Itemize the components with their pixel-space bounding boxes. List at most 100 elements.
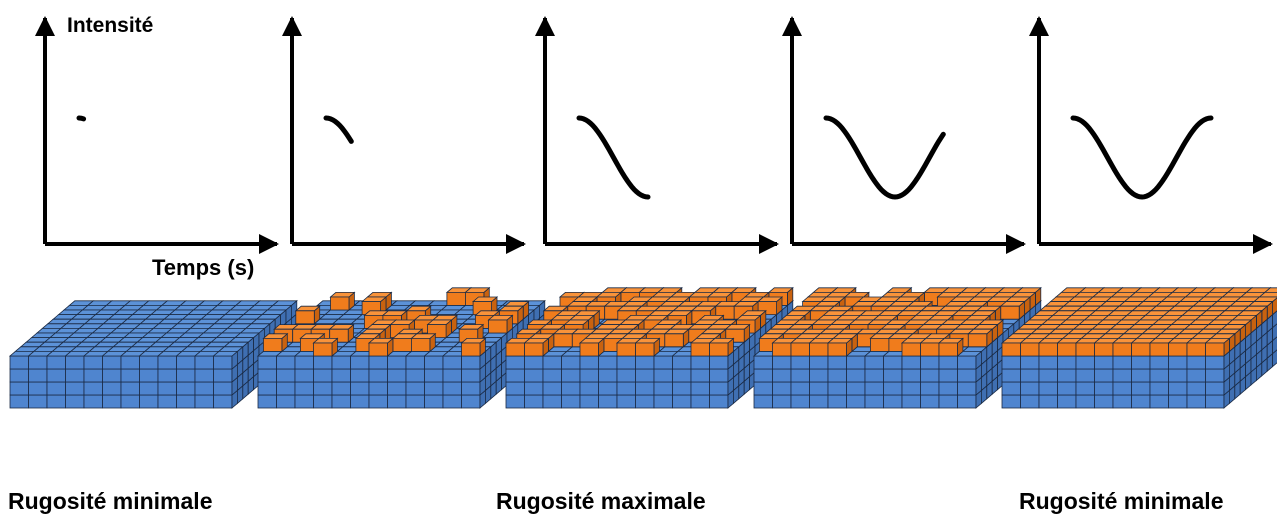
deposit-cube-front: [827, 342, 847, 357]
substrate-front-cell: [176, 381, 196, 396]
substrate-front-cell: [424, 368, 444, 383]
substrate-front-cell: [542, 368, 562, 383]
substrate-front-cell: [405, 381, 425, 396]
substrate-front-cell: [213, 368, 233, 383]
deposit-cube-front: [524, 342, 544, 357]
substrate-front-cell: [672, 381, 692, 396]
intensity-curve: [1070, 115, 1214, 200]
substrate-front-cell: [65, 381, 85, 396]
deposit-cube-top: [1263, 287, 1277, 293]
substrate-front-cell: [213, 381, 233, 396]
substrate-front-cell: [120, 355, 140, 370]
substrate-front-cell: [901, 394, 921, 409]
substrate-front-cell: [313, 355, 333, 370]
deposit-cube-front: [635, 342, 655, 357]
deposit-cube-front: [368, 342, 388, 357]
substrate-front-cell: [294, 368, 314, 383]
substrate-front-cell: [809, 368, 829, 383]
deposit-cube: [967, 328, 994, 348]
substrate-front-cell: [294, 394, 314, 409]
substrate-front-cell: [846, 368, 866, 383]
substrate-front-cell: [157, 394, 177, 409]
deposit-cube-front: [1020, 342, 1040, 357]
substrate-front-cell: [957, 355, 977, 370]
substrate-front-cell: [1205, 381, 1225, 396]
substrate-front-cell: [827, 394, 847, 409]
substrate-front-cell: [505, 394, 525, 409]
substrate-front-cell: [46, 394, 66, 409]
substrate-front-cell: [1057, 368, 1077, 383]
substrate-front-cell: [257, 381, 277, 396]
substrate-front-cell: [616, 368, 636, 383]
deposit-cube-front: [505, 342, 525, 357]
substrate-front-cell: [9, 381, 29, 396]
substrate-front-cell: [1112, 368, 1132, 383]
block-stack-2: [256, 286, 546, 409]
substrate-front-cell: [772, 381, 792, 396]
substrate-front-cell: [809, 355, 829, 370]
substrate-front-cell: [864, 394, 884, 409]
deposit-cube-front: [553, 333, 573, 348]
intensity-curve: [323, 115, 354, 144]
substrate-front-cell: [350, 381, 370, 396]
substrate-front-cell: [176, 368, 196, 383]
substrate-front-cell: [561, 381, 581, 396]
intensity-plots: [35, 16, 1273, 254]
substrate-front-cell: [461, 355, 481, 370]
substrate-front-cell: [709, 368, 729, 383]
deposit-cube: [458, 323, 485, 344]
block-stack-4: [752, 286, 1042, 409]
deposit-cube-front: [870, 338, 890, 352]
substrate-front-cell: [579, 394, 599, 409]
substrate-front-cell: [442, 355, 462, 370]
substrate-side-cell: [1272, 310, 1277, 329]
substrate-front-cell: [653, 355, 673, 370]
deposit-cube-front: [709, 342, 729, 357]
substrate-front-cell: [276, 381, 296, 396]
deposit-cube-front: [330, 296, 350, 311]
substrate-front-cell: [598, 355, 618, 370]
substrate-front-cell: [1094, 355, 1114, 370]
substrate-front-cell: [753, 381, 773, 396]
block-stack-1: [8, 299, 298, 409]
substrate-top-cell: [212, 351, 239, 357]
deposit-cube: [937, 337, 964, 357]
caption-roughness-min-start: Rugosité minimale: [8, 488, 213, 514]
substrate-front-cell: [1001, 355, 1021, 370]
substrate-front-cell: [1094, 381, 1114, 396]
deposit-cube-front: [1000, 305, 1020, 320]
substrate-front-cell: [598, 368, 618, 383]
substrate-front-cell: [213, 355, 233, 370]
substrate-front-cell: [102, 355, 122, 370]
substrate-front-cell: [598, 381, 618, 396]
substrate-side-cell: [1272, 349, 1277, 368]
substrate-front-cell: [1038, 381, 1058, 396]
deposit-cube: [523, 337, 550, 357]
substrate-front-cell: [579, 355, 599, 370]
deposit-cube-front: [901, 342, 921, 357]
substrate-front-cell: [46, 381, 66, 396]
surface-blocks: [8, 286, 1277, 409]
deposit-cube: [578, 337, 605, 357]
substrate-front-cell: [294, 355, 314, 370]
substrate-front-cell: [1168, 394, 1188, 409]
substrate-front-cell: [1038, 355, 1058, 370]
substrate-front-cell: [276, 355, 296, 370]
substrate-front-cell: [1001, 368, 1021, 383]
substrate-front-cell: [846, 355, 866, 370]
deposit-cube: [410, 332, 437, 353]
substrate-front-cell: [505, 381, 525, 396]
substrate-front-cell: [83, 355, 103, 370]
substrate-front-cell: [313, 381, 333, 396]
substrate-front-cell: [1075, 394, 1095, 409]
substrate-front-cell: [194, 394, 214, 409]
substrate-front-cell: [542, 394, 562, 409]
substrate-front-cell: [65, 394, 85, 409]
substrate-front-cell: [598, 394, 618, 409]
deposit-cube-front: [446, 292, 466, 306]
substrate-front-cell: [257, 368, 277, 383]
substrate-front-cell: [350, 368, 370, 383]
substrate-front-cell: [1075, 355, 1095, 370]
substrate-front-cell: [542, 355, 562, 370]
